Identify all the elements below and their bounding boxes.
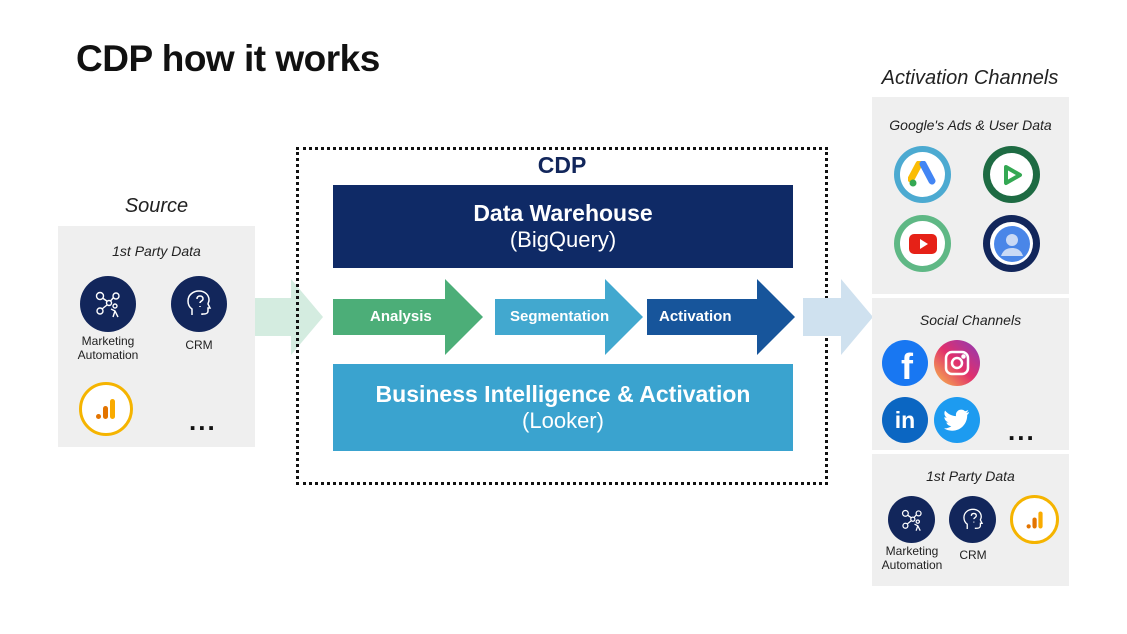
source-more: ... [189, 406, 217, 436]
first-party-group-caption: 1st Party Data [926, 468, 1015, 484]
first-party-group-panel: 1st Party Data Marketing Automation CRM [872, 454, 1069, 586]
process-arrows [333, 279, 795, 355]
marketing-automation-icon [888, 496, 935, 543]
data-warehouse-block: Data Warehouse (BigQuery) [333, 185, 793, 268]
marketing-automation-label: Marketing Automation [77, 334, 139, 362]
source-panel-caption: 1st Party Data [112, 243, 201, 259]
segmentation-label: Segmentation [510, 308, 610, 325]
crm-icon [171, 276, 227, 332]
google-ads-icon [894, 146, 951, 203]
social-group-panel: Social Channels f in ... [872, 298, 1069, 450]
crm-icon [949, 496, 996, 543]
twitter-icon [934, 397, 980, 443]
instagram-icon [934, 340, 980, 386]
crm-label: CRM [185, 338, 213, 352]
marketing-automation-icon [80, 276, 136, 332]
facebook-icon: f [882, 340, 928, 387]
linkedin-icon: in [882, 397, 928, 443]
google-group-panel: Google's Ads & User Data [872, 97, 1069, 294]
marketing-automation-label: Marketing Automation [881, 544, 943, 572]
bi-block: Business Intelligence & Activation (Look… [333, 364, 793, 451]
google-analytics-icon [1010, 495, 1059, 544]
activation-arrow [647, 279, 795, 355]
social-more: ... [1008, 416, 1036, 446]
flow-in-arrow [255, 279, 323, 355]
analysis-arrow [333, 279, 483, 355]
user-data-icon [983, 215, 1040, 272]
source-panel: 1st Party Data Marketing Automation CRM … [58, 226, 255, 447]
youtube-icon [894, 215, 951, 272]
analysis-label: Analysis [370, 308, 432, 325]
bi-title: Business Intelligence & Activation [375, 381, 751, 407]
segmentation-arrow [495, 279, 643, 355]
google-analytics-icon [79, 382, 133, 436]
cdp-label: CDP [537, 152, 587, 178]
data-warehouse-subtitle: (BigQuery) [509, 227, 617, 252]
page-title: CDP how it works [76, 38, 380, 79]
bi-subtitle: (Looker) [522, 408, 604, 433]
data-warehouse-title: Data Warehouse [473, 200, 653, 226]
activation-label: Activation [659, 308, 732, 325]
source-heading: Source [124, 195, 189, 217]
activation-heading: Activation Channels [881, 67, 1059, 89]
display-video-icon [983, 146, 1040, 203]
google-group-caption: Google's Ads & User Data [889, 117, 1052, 133]
crm-label: CRM [959, 548, 987, 562]
social-group-caption: Social Channels [919, 312, 1022, 328]
flow-out-arrow [803, 279, 873, 355]
